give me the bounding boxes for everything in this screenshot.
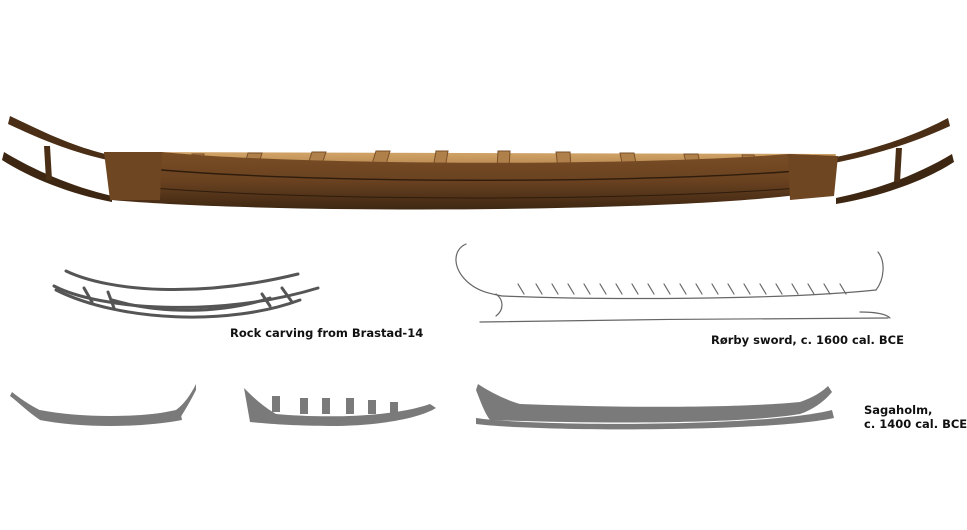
caption-sagaholm-line2: c. 1400 cal. BCE [864, 417, 967, 431]
brastad-carving-drawing [52, 269, 320, 319]
caption-sagaholm: Sagaholm, c. 1400 cal. BCE [864, 403, 967, 431]
left-upper-prow-rail [8, 116, 112, 161]
rorby-sword-drawing [455, 243, 891, 323]
hull-plank-line-2 [129, 185, 823, 199]
silhouette-sagaholm [476, 384, 834, 430]
left-lower-prow-rail [2, 152, 112, 202]
reconstructed-boat [2, 116, 954, 210]
rorby-crew-strokes [517, 283, 847, 295]
silhouette-boat-1 [10, 384, 196, 426]
hull-plank-line [139, 167, 811, 181]
caption-sagaholm-line1: Sagaholm, [864, 403, 933, 417]
left-prow-post [44, 146, 52, 180]
caption-rorby: Rørby sword, c. 1600 cal. BCE [711, 333, 904, 347]
caption-brastad: Rock carving from Brastad-14 [230, 326, 424, 340]
right-prow-post [894, 148, 902, 182]
right-end-block [788, 154, 838, 200]
right-upper-prow-rail [834, 118, 950, 163]
right-lower-prow-rail [836, 154, 954, 204]
left-end-block [104, 152, 162, 200]
silhouette-boat-2 [244, 388, 436, 426]
